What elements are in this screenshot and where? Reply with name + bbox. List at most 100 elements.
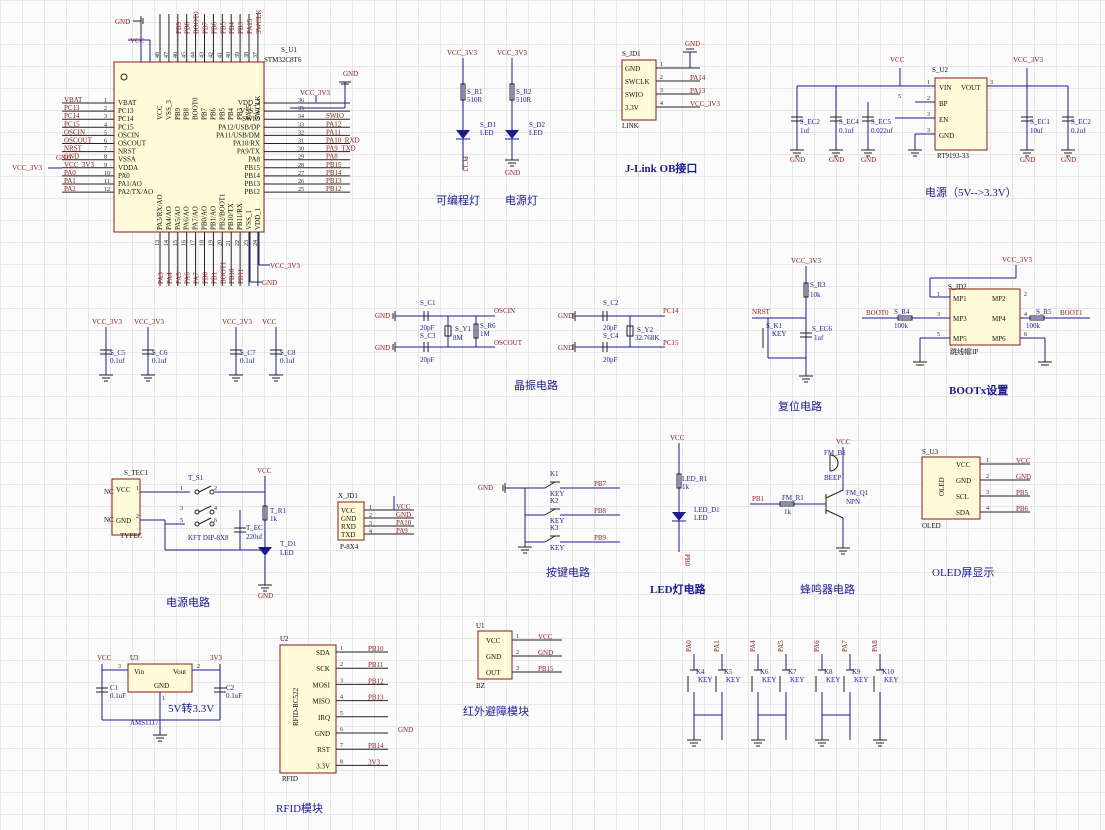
mcu-bottom-pin-7: PB2/BOOT1 <box>218 193 226 230</box>
mcu-left-net-9: PA0 <box>64 169 76 177</box>
mcu-bottom-net-6: PB1 <box>210 271 218 284</box>
mcu-bottom-net-0: PA3 <box>157 272 165 284</box>
reg-n3: 2 <box>927 96 930 102</box>
title-power-circuit: 电源电路 <box>166 595 210 609</box>
title-crystal: 晶振电路 <box>514 378 558 392</box>
xtal-c1v: 20pF <box>420 324 435 332</box>
xtal-gnd4: GND <box>558 344 573 352</box>
tc-part: TYPEC <box>120 532 143 540</box>
mcu-bottom-num-2: 15 <box>173 240 179 246</box>
reset-ec6: S_EC6 <box>812 325 832 333</box>
title-boot: BOOTx设置 <box>949 383 1008 397</box>
jlink-net-2: PA13 <box>690 87 706 95</box>
reg-vcc3: VCC_3V3 <box>1013 56 1043 64</box>
tc-d1t: LED <box>280 549 294 557</box>
mcu-right-num-5: 31 <box>298 139 304 145</box>
mcu-right-num-1: 35 <box>298 106 304 112</box>
mcu-gnd-left: GND <box>56 154 71 162</box>
mcu-gnd-label: GND <box>115 18 130 26</box>
jlink-num-1: 2 <box>660 75 663 81</box>
serial-num-1: 2 <box>369 513 372 519</box>
mcu-right-num-3: 33 <box>298 122 304 128</box>
led2-d: S_D2 <box>529 121 545 129</box>
mcu-left-net-3: PC15 <box>64 120 80 128</box>
mcu-right-net-3: PA12 <box>326 120 342 128</box>
serial-pin-0: VCC <box>341 507 356 515</box>
rfid-net-2: PB12 <box>368 677 384 685</box>
boot-part: 跳线帽3P <box>950 347 978 356</box>
reg-n1: 1 <box>927 80 930 86</box>
mcu-top-pin-7: PB5 <box>218 107 226 120</box>
led2-vcc: VCC_3V3 <box>497 49 527 57</box>
mcu-left-num-2: 3 <box>104 114 107 120</box>
mcu-right-pin-6: PA9/TX <box>237 148 260 156</box>
keyrow-label-1: K5 <box>724 668 733 676</box>
ir-net-1: GND <box>538 649 553 657</box>
jlink-pin-1: SWCLK <box>625 78 650 86</box>
decoup-d-3: S_C8 <box>280 349 296 357</box>
mcu-bottom-net-4: PA7 <box>193 272 201 284</box>
reg-n5: 3 <box>927 128 930 134</box>
mcu-bottom-num-11: 24 <box>253 240 259 246</box>
tc-vcc: VCC <box>116 486 131 494</box>
rfid-pin-0: SDA <box>316 649 330 657</box>
boot-pin-5: MP6 <box>992 335 1006 343</box>
title-reset: 复位电路 <box>778 399 822 413</box>
oled-part: OLED <box>922 522 941 530</box>
oled-label: OLED <box>938 477 946 496</box>
ldo-c2: C2 <box>226 684 235 692</box>
reset-vcc3: VCC_3V3 <box>791 257 821 265</box>
reset-ec6v: 1uf <box>814 334 824 342</box>
bz-b1: FM_B1 <box>824 449 846 457</box>
led1-dt: LED <box>480 129 494 137</box>
serial-num-2: 3 <box>369 521 372 527</box>
oled-pin-0: VCC <box>956 461 971 469</box>
boot-num-1: 2 <box>1024 292 1027 298</box>
mcu-top-pin-9: PB3 <box>236 107 244 120</box>
rfid-sub: RFID <box>282 775 298 783</box>
rfid-u2: U2 <box>280 635 289 643</box>
reg-en: EN <box>939 116 948 124</box>
keyrow-type-4: KEY <box>826 676 840 684</box>
mcu-right-pin-1: VSS_2 <box>240 107 260 115</box>
led-rv: 1k <box>682 483 690 491</box>
jlink-gnd: GND <box>685 40 700 48</box>
serial-net-2: PA10 <box>396 519 412 527</box>
keys-gnd: GND <box>478 484 493 492</box>
boot-num-5: 6 <box>1024 332 1027 338</box>
mcu-bottom-net-9: PB11 <box>237 268 245 284</box>
mcu-left-pin-8: VDDA <box>118 164 138 172</box>
reg-bp: BP <box>939 100 948 108</box>
mcu-right-net-4: PA11 <box>326 128 342 136</box>
reg-cap-2: S_EC5 <box>871 118 891 126</box>
mcu-top-num-11: 37 <box>253 52 259 58</box>
mcu-left-net-8: VCC_3V3 <box>64 161 94 169</box>
mcu-bottom-pin-4: PA7/AO <box>192 206 200 230</box>
rfid-num-1: 2 <box>340 662 343 668</box>
tc-r1: T_R1 <box>270 507 286 515</box>
mcu-left-num-5: 6 <box>104 139 107 145</box>
reg-vcc: VCC <box>890 56 905 64</box>
keyrow-label-6: K10 <box>882 668 895 676</box>
title-ldo: 5V转3.3V <box>168 701 214 715</box>
tc-sw-num-a2: 5 <box>180 518 183 524</box>
decoup-d-0: S_C5 <box>110 349 126 357</box>
rfid-net-1: PB11 <box>368 661 384 669</box>
led-d: LED_D1 <box>694 506 720 514</box>
rfid-num-7: 8 <box>340 759 343 765</box>
decoup-v-1: 0.1uf <box>152 357 167 365</box>
ldo-gnd: GND <box>154 682 169 690</box>
mcu-left-pin-10: PA1/AO <box>118 180 142 188</box>
mcu-bottom-net-7: BOOT1 <box>219 261 227 284</box>
mcu-left-pin-1: PC13 <box>118 107 134 115</box>
xtal-y2: S_Y2 <box>637 326 653 334</box>
mcu-left-pin-9: PA0 <box>118 172 130 180</box>
mcu-right-num-6: 30 <box>298 147 304 153</box>
oled-num-3: 4 <box>986 506 989 512</box>
mcu-top-net-2: PB9 <box>175 21 183 34</box>
mcu-left-num-11: 12 <box>104 187 110 193</box>
led-r: LED_R1 <box>682 475 708 483</box>
